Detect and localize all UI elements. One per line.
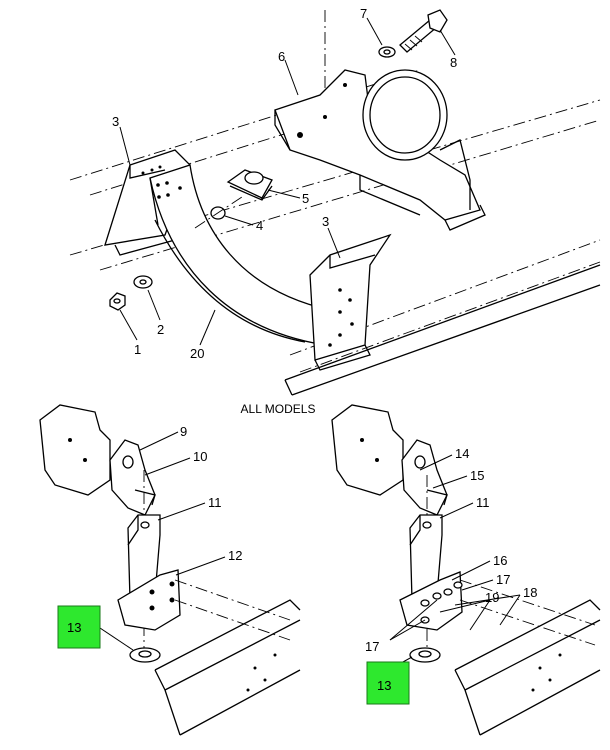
bottom-right-assembly <box>331 404 601 736</box>
caption-all-models: ALL MODELS <box>241 402 316 416</box>
callout-7: 7 <box>360 6 367 21</box>
callout-10: 10 <box>193 449 207 464</box>
nut <box>109 292 126 311</box>
bottom-left-leaders <box>99 431 226 651</box>
callout-13b: 13 <box>377 678 391 693</box>
frame-bracket-left <box>117 569 181 631</box>
frame-rail-lower <box>284 264 601 396</box>
top-leaders <box>119 17 456 346</box>
washer-left <box>133 275 153 289</box>
callout-14: 14 <box>455 446 469 461</box>
top-assembly <box>69 9 601 396</box>
isolator <box>226 169 273 201</box>
callout-5: 5 <box>302 191 309 206</box>
callout-15: 15 <box>470 468 484 483</box>
spacer <box>194 194 246 229</box>
callout-20: 20 <box>190 346 204 361</box>
callout-9: 9 <box>180 424 187 439</box>
bottom-right-leaders <box>389 454 521 669</box>
bearing-bracket <box>274 69 486 231</box>
callout-11b: 11 <box>476 495 490 510</box>
callout-labels: 1 2 3 3 4 5 6 7 8 20 9 10 11 12 14 15 11… <box>112 6 537 654</box>
frame-rail-right <box>454 579 601 736</box>
callout-2: 2 <box>157 322 164 337</box>
engine-block-left <box>39 404 111 496</box>
callout-8: 8 <box>450 55 457 70</box>
callout-1: 1 <box>134 342 141 357</box>
highlighted-callout-13-left[interactable]: 13 <box>57 605 101 649</box>
washer-top <box>378 46 396 58</box>
callout-16: 16 <box>493 553 507 568</box>
engine-block-right <box>331 404 404 496</box>
callout-17a: 17 <box>496 572 510 587</box>
callout-17b: 17 <box>365 639 379 654</box>
callout-13a: 13 <box>67 620 81 635</box>
callout-11a: 11 <box>208 495 222 510</box>
callout-18: 18 <box>523 585 537 600</box>
callout-3b: 3 <box>322 214 329 229</box>
highlighted-callout-13-right[interactable]: 13 <box>366 661 410 705</box>
frame-rail-left <box>154 579 301 736</box>
callout-6: 6 <box>278 49 285 64</box>
mounting-bracket-right <box>309 233 392 371</box>
callout-4: 4 <box>256 218 263 233</box>
callout-19: 19 <box>485 590 499 605</box>
bottom-left-assembly <box>39 404 301 736</box>
callout-3a: 3 <box>112 114 119 129</box>
washer-13-left <box>129 647 161 663</box>
callout-12: 12 <box>228 548 242 563</box>
washer-13-right <box>409 647 441 663</box>
bolt <box>399 9 448 53</box>
